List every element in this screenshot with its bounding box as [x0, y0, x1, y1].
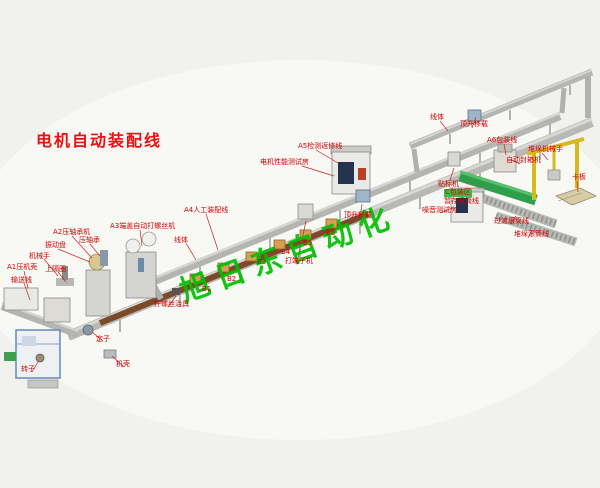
screw-machine: [125, 231, 157, 299]
stator-part: [82, 324, 94, 336]
lift-transfer-unit: [467, 109, 482, 122]
performance-test-room: [330, 145, 372, 195]
belt-brown: [98, 211, 370, 326]
leader-lines: [23, 116, 579, 373]
lift-transfer-unit: [355, 189, 371, 203]
top-conveyor: [408, 68, 594, 150]
stacking-robot: [526, 137, 585, 200]
shell-part: [103, 349, 117, 359]
labeling-machine: [447, 151, 461, 167]
terminal-machine: [297, 203, 314, 220]
transition-roller-line: [480, 193, 558, 229]
workpiece-bins: [189, 218, 338, 284]
packaging-belt-conveyor: [458, 170, 538, 206]
screw-fixture: [172, 288, 180, 295]
rotor-part: [35, 353, 45, 363]
press-station: [0, 287, 80, 389]
robot-arm: [56, 266, 74, 286]
stacking-roller-line: [494, 211, 578, 247]
noise-test-room: [449, 187, 485, 223]
bearing-press-machine: [85, 250, 111, 317]
pallet: [555, 187, 597, 206]
page-title: 电机自动装配线: [36, 131, 163, 150]
